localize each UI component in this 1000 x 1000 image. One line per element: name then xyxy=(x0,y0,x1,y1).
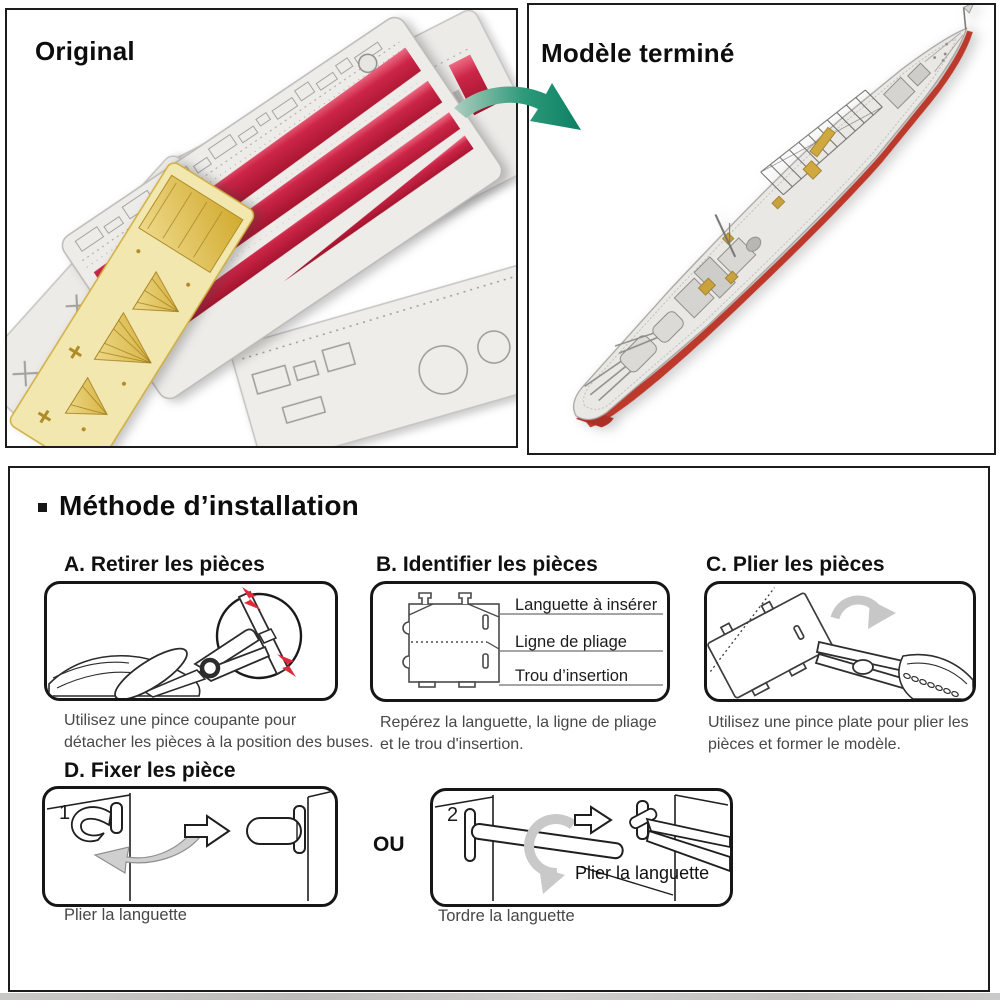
bending-pliers-illustration xyxy=(707,587,973,699)
step-c-title: C. Plier les pièces xyxy=(706,553,885,576)
step-c-figure xyxy=(704,581,976,702)
d-option-2-figure: 2 Plier la languette xyxy=(430,788,733,907)
fold-arrow-icon xyxy=(93,832,201,875)
metal-sheet-bottom-right xyxy=(230,264,516,446)
step-b-figure: Languette à insérer Ligne de pliage Trou… xyxy=(370,581,670,702)
finished-panel: Modèle terminé xyxy=(527,3,996,455)
step-c-caption: Utilisez une pince plate pour plier les … xyxy=(708,714,969,753)
d-step-number-2: 2 xyxy=(447,804,458,826)
cut-indicator-icon xyxy=(242,587,261,610)
step-a-caption: Utilisez une pince coupante pour détache… xyxy=(64,712,374,751)
original-panel: Original xyxy=(5,8,518,448)
step-d-title: D. Fixer les pièce xyxy=(64,759,236,782)
original-title: Original xyxy=(35,36,135,66)
cut-indicator-icon xyxy=(277,654,296,677)
battleship-model-illustration xyxy=(572,5,975,428)
step-b-caption: Repérez la languette, la ligne de pliage… xyxy=(380,714,657,753)
method-title-row: Méthode d’installation xyxy=(38,490,359,522)
method-panel: Méthode d’installation A. Retirer les pi… xyxy=(8,466,990,992)
cutting-pliers-illustration xyxy=(48,587,303,698)
twist-arrow-icon xyxy=(539,867,565,894)
step-a-figure xyxy=(44,581,338,701)
d-caption-2: Tordre la languette xyxy=(438,907,575,925)
metal-sheet-gold xyxy=(9,162,255,446)
d-option-1-figure: 1 xyxy=(42,786,338,907)
bottom-edge-strip xyxy=(0,993,1000,1000)
d-caption-1: Plier la languette xyxy=(64,906,187,924)
fold-tab-diagram: 1 xyxy=(46,790,335,901)
part-anatomy-diagram: Languette à insérer Ligne de pliage Trou… xyxy=(402,592,663,688)
method-title: Méthode d’installation xyxy=(59,490,359,521)
step-b-title: B. Identifier les pièces xyxy=(376,553,598,576)
direction-arrow-icon xyxy=(184,814,231,848)
b-label-fold-line: Ligne de pliage xyxy=(515,633,627,651)
b-label-tab: Languette à insérer xyxy=(515,596,658,614)
finished-title: Modèle terminé xyxy=(541,38,735,68)
transform-arrow-icon xyxy=(454,83,581,130)
bend-arrow-icon xyxy=(868,600,896,629)
or-label: OU xyxy=(373,833,405,856)
direction-arrow-icon xyxy=(574,805,613,835)
metal-sheets-illustration xyxy=(7,10,516,446)
d-inner-label: Plier la languette xyxy=(575,863,709,883)
b-label-hole: Trou d’insertion xyxy=(515,667,628,685)
bullet-square-icon xyxy=(38,503,47,512)
twist-tab-diagram: 2 Plier la languette xyxy=(434,794,730,901)
step-a-title: A. Retirer les pièces xyxy=(64,553,265,576)
d-step-number-1: 1 xyxy=(59,802,70,824)
